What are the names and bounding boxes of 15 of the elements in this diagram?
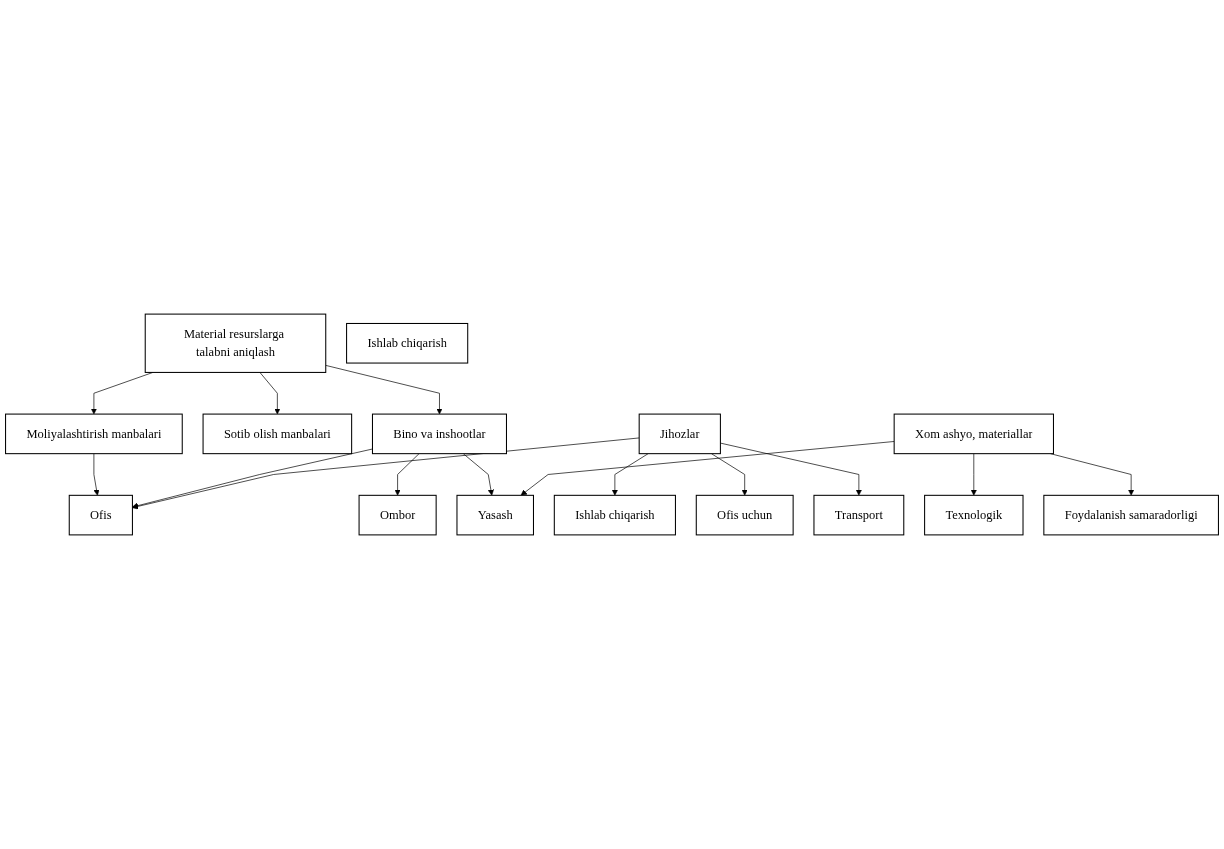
node-box: Transport: [813, 494, 905, 536]
node-box: Foydalanish samaradorligi: [1043, 494, 1219, 536]
node-box: Ishlab chiqarish: [346, 322, 469, 364]
node-box: Material resurslarga talabni aniqlash: [144, 313, 327, 373]
node-box: Ishlab chiqarish: [553, 494, 676, 536]
node-box: Bino va inshootlar: [371, 413, 507, 455]
node-box: Ofis uchun: [695, 494, 794, 536]
node-box: Xom ashyo, materiallar: [893, 413, 1054, 455]
node-box: Ofis: [68, 494, 133, 536]
node-box: Sotib olish manbalari: [202, 413, 353, 455]
node-box: Ombor: [358, 494, 437, 536]
node-box: Texnologik: [924, 494, 1024, 536]
node-box: Moliyalashtirish manbalari: [5, 413, 183, 455]
node-box: Jihozlar: [638, 413, 721, 455]
node-box: Yasash: [456, 494, 534, 536]
